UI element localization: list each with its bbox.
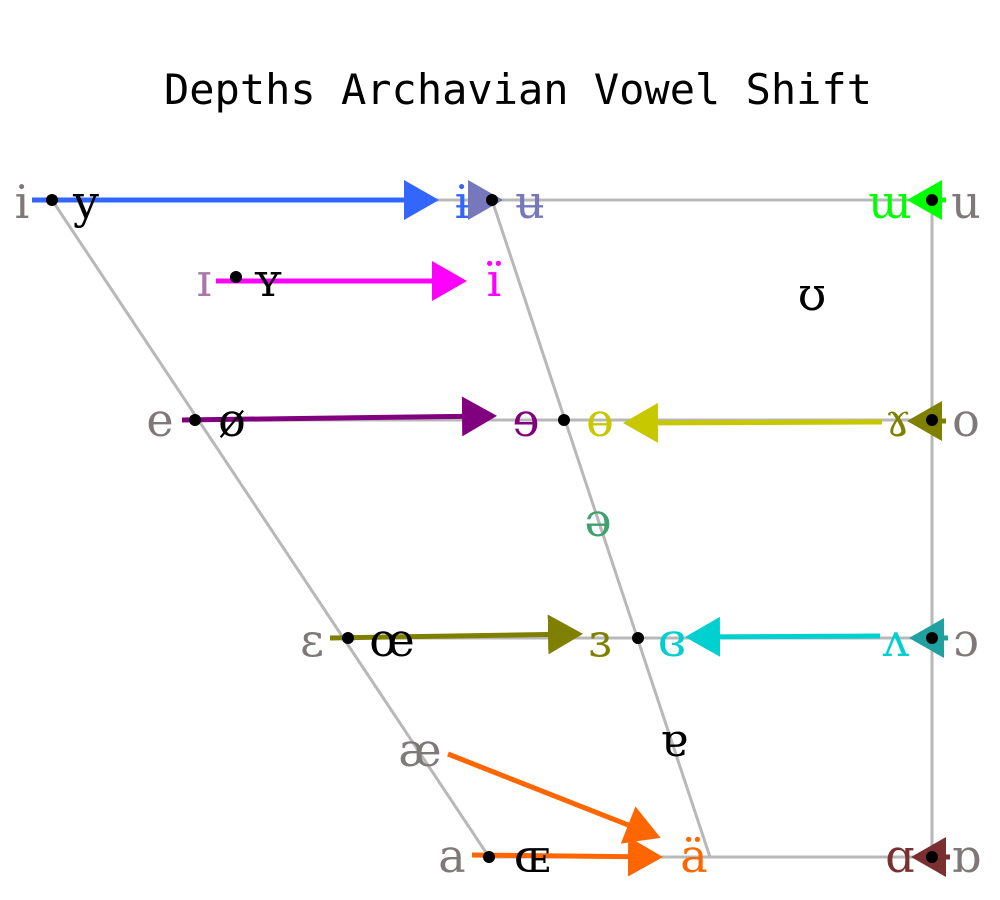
vowel-oe: œ bbox=[369, 613, 414, 667]
vowel-symbols: i y ɨ ʉ ɯ u ɪ ʏ ï ʊ e ø ɘ ɵ ɤ o ə ɛ œ ɜ … bbox=[15, 175, 981, 883]
dot-close-central bbox=[486, 194, 498, 206]
dot-close-mid-back bbox=[926, 414, 938, 426]
vowel-turned-v: ʌ bbox=[882, 613, 909, 667]
dot-open-back bbox=[926, 851, 938, 863]
arrow-e-to-e-rev bbox=[181, 396, 497, 437]
dot-open-front bbox=[483, 851, 495, 863]
vowel-u: u bbox=[951, 175, 981, 229]
vowel-dots bbox=[46, 194, 938, 863]
vowel-script-a: ɑ bbox=[885, 829, 914, 883]
arrow-ae-to-a-diaeresis bbox=[447, 751, 661, 844]
dot-close-back bbox=[926, 194, 938, 206]
arrow-ram-horns-to-o-bar bbox=[623, 402, 883, 443]
vowel-turned-script-a: ɒ bbox=[951, 829, 980, 883]
vowel-I: ɪ bbox=[197, 253, 212, 307]
vowel-rev-epsilon: ɜ bbox=[588, 613, 611, 667]
vowel-o-slash: ø bbox=[218, 393, 246, 447]
vowel-upsilon: ʊ bbox=[798, 267, 827, 321]
vowel-o: o bbox=[952, 393, 980, 447]
vowel-ae: æ bbox=[398, 723, 441, 777]
dot-open-mid-back bbox=[926, 632, 938, 644]
frame-front-line bbox=[50, 199, 491, 858]
vowel-schwa: ə bbox=[584, 493, 611, 547]
dot-near-close-front bbox=[230, 271, 242, 283]
vowel-e-rev: ɘ bbox=[512, 393, 539, 447]
vowel-w-unrounded: ɯ bbox=[868, 175, 912, 229]
vowel-y: y bbox=[72, 175, 99, 229]
vowel-u-bar: ʉ bbox=[515, 175, 545, 229]
diagram-title: Depths Archavian Vowel Shift bbox=[164, 65, 872, 114]
vowel-OE: ɶ bbox=[514, 829, 550, 883]
vowel-turned-a: ɐ bbox=[660, 713, 687, 767]
arrow-a-to-a-diaeresis bbox=[471, 836, 663, 877]
vowel-I-diaeresis: ï bbox=[487, 253, 502, 307]
vowel-Y: ʏ bbox=[253, 253, 283, 307]
vowel-e: e bbox=[146, 393, 173, 447]
vowel-a-diaeresis: ä bbox=[680, 829, 707, 883]
vowel-open-o: ɔ bbox=[953, 613, 979, 667]
dot-close-mid-front bbox=[189, 414, 201, 426]
arrow-turned-v-to-closed-rev-epsilon bbox=[685, 616, 881, 657]
dot-close-front bbox=[46, 194, 58, 206]
vowel-closed-rev-epsilon: ɞ bbox=[658, 613, 686, 667]
vowel-i: i bbox=[15, 175, 30, 229]
vowel-ram-horns: ɤ bbox=[885, 393, 911, 447]
dot-open-mid-central bbox=[632, 632, 644, 644]
frame-central-line bbox=[490, 199, 712, 858]
vowel-o-bar: ɵ bbox=[586, 393, 614, 447]
arrow-epsilon-to-rev-epsilon bbox=[329, 614, 583, 655]
vowel-epsilon: ɛ bbox=[300, 613, 324, 667]
vowel-a: a bbox=[438, 829, 465, 883]
dot-close-mid-central bbox=[558, 414, 570, 426]
vowel-i-bar: ɨ bbox=[455, 175, 470, 229]
dot-open-mid-front bbox=[342, 632, 354, 644]
